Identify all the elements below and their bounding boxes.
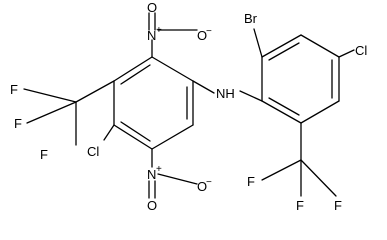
- nitro-bottom-nitrogen: N: [147, 167, 156, 182]
- cf3-left-fluorine-bottom: F: [40, 147, 48, 162]
- cf3-left-fluorine-top: F: [10, 82, 18, 97]
- nitro-group-top: N + O − O: [147, 0, 212, 43]
- nitro-top-oxygen-single: O: [197, 28, 207, 43]
- chemical-structure: N + O − O N + O − O NH Br Cl Cl F F F F …: [10, 0, 367, 213]
- nitro-group-bottom: N + O − O: [147, 164, 212, 213]
- trifluoromethyl-right: F F F: [247, 174, 342, 213]
- left-benzene-ring: [113, 56, 194, 150]
- chloro-right-label: Cl: [355, 43, 367, 58]
- cf3-right-fluorine-left: F: [247, 174, 255, 189]
- substituent-bonds: [23, 28, 355, 197]
- amine-nh-label: NH: [216, 86, 235, 101]
- cf3-left-fluorine-mid: F: [14, 116, 22, 131]
- cf3-right-fluorine-right: F: [334, 198, 342, 213]
- nitro-top-minus-charge: −: [206, 26, 212, 37]
- cf3-right-fluorine-mid: F: [296, 198, 304, 213]
- nitro-top-nitrogen: N: [147, 28, 156, 43]
- bromo-label: Br: [244, 11, 258, 26]
- chloro-left-label: Cl: [87, 144, 99, 159]
- trifluoromethyl-left: F F F: [10, 82, 48, 162]
- right-benzene-ring: [261, 34, 340, 124]
- nitro-bottom-minus-charge: −: [206, 177, 212, 188]
- nitro-top-oxygen-double: O: [147, 0, 157, 15]
- nitro-bottom-plus-charge: +: [156, 164, 162, 175]
- nitro-bottom-oxygen-double: O: [147, 198, 157, 213]
- nitro-bottom-oxygen-single: O: [197, 179, 207, 194]
